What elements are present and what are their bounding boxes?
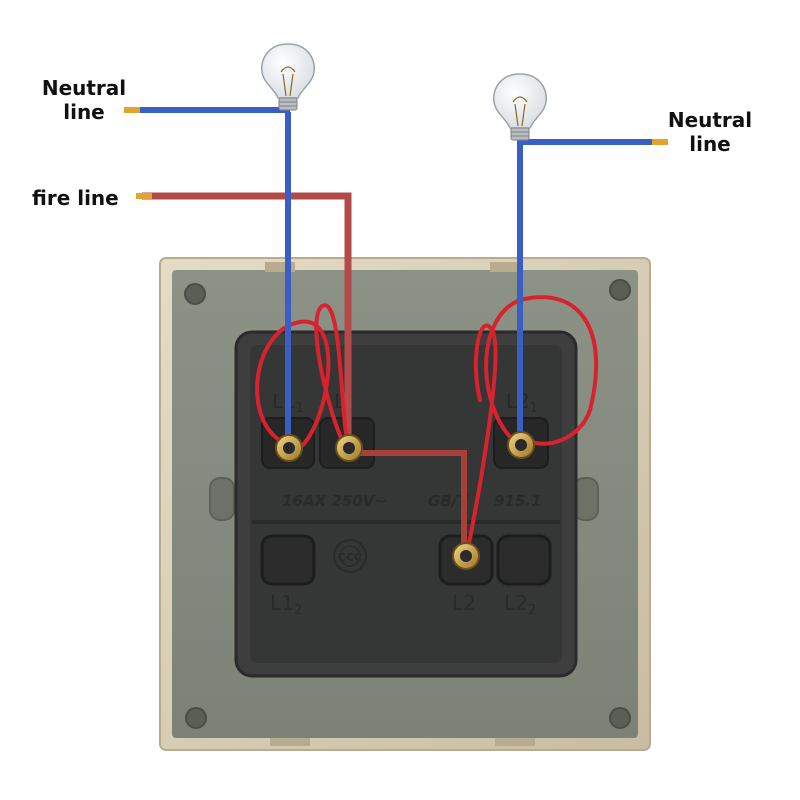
fire-line-label: fire line (32, 186, 119, 210)
mounting-hole-top-left (184, 283, 206, 305)
side-slot-left (209, 477, 235, 521)
terminal-label-l12: L12 (270, 591, 302, 618)
plate-notch-top-1 (265, 262, 295, 272)
link-wire-l-to-l2 (350, 450, 467, 548)
screw-icon-l21 (507, 431, 535, 459)
light-bulb-right-icon (492, 73, 548, 141)
terminal-labels: L11 L L21 L12 L2 L22 (270, 389, 538, 618)
plate-notch-top-2 (490, 262, 520, 272)
certification-mark-icon: CCC (333, 539, 367, 573)
jumper-loop-l21 (484, 295, 599, 447)
standard-text-post: 915.1 (494, 492, 541, 510)
screw-icon-l11 (275, 434, 303, 462)
terminal-pocket-l22 (496, 534, 552, 586)
plate-notch-bottom-1 (270, 738, 310, 746)
neutral-left-copper-end (124, 107, 140, 113)
terminal-pocket-l12 (260, 534, 316, 586)
neutral-line-label-right-line1: Neutral (667, 108, 753, 132)
neutral-line-label-left: Neutral line (34, 76, 134, 124)
light-bulb-left-icon (260, 43, 316, 111)
screw-icon-l1 (335, 434, 363, 462)
neutral-line-label-left-line2: line (63, 100, 105, 124)
jumper-loop-right (466, 323, 498, 550)
neutral-wires (132, 107, 660, 440)
jumper-wires (255, 295, 599, 550)
jumper-loop-l1 (314, 303, 350, 450)
terminal-screws (275, 431, 535, 570)
fire-line-wire (136, 192, 352, 448)
rating-text: 16AX 250V~ (282, 492, 387, 510)
plate-notch-bottom-2 (495, 738, 535, 746)
svg-text:CCC: CCC (338, 551, 362, 564)
neutral-line-label-left-line1: Neutral (41, 76, 127, 100)
standard-text-pre: GB/T (428, 492, 469, 510)
jumper-loop-l11 (255, 319, 331, 450)
terminal-label-l2: L2 (452, 591, 476, 615)
neutral-line-label-right-line2: line (689, 132, 731, 156)
mounting-hole-top-right (609, 279, 631, 301)
mounting-hole-bottom-left (185, 707, 207, 729)
terminal-label-l22: L22 (504, 591, 536, 618)
side-slot-right (573, 477, 599, 521)
screw-icon-l2 (452, 542, 480, 570)
neutral-line-label-right: Neutral line (660, 108, 760, 156)
mounting-hole-bottom-right (609, 707, 631, 729)
neutral-right-copper-end (652, 139, 668, 145)
fire-line-copper-end (136, 193, 152, 199)
